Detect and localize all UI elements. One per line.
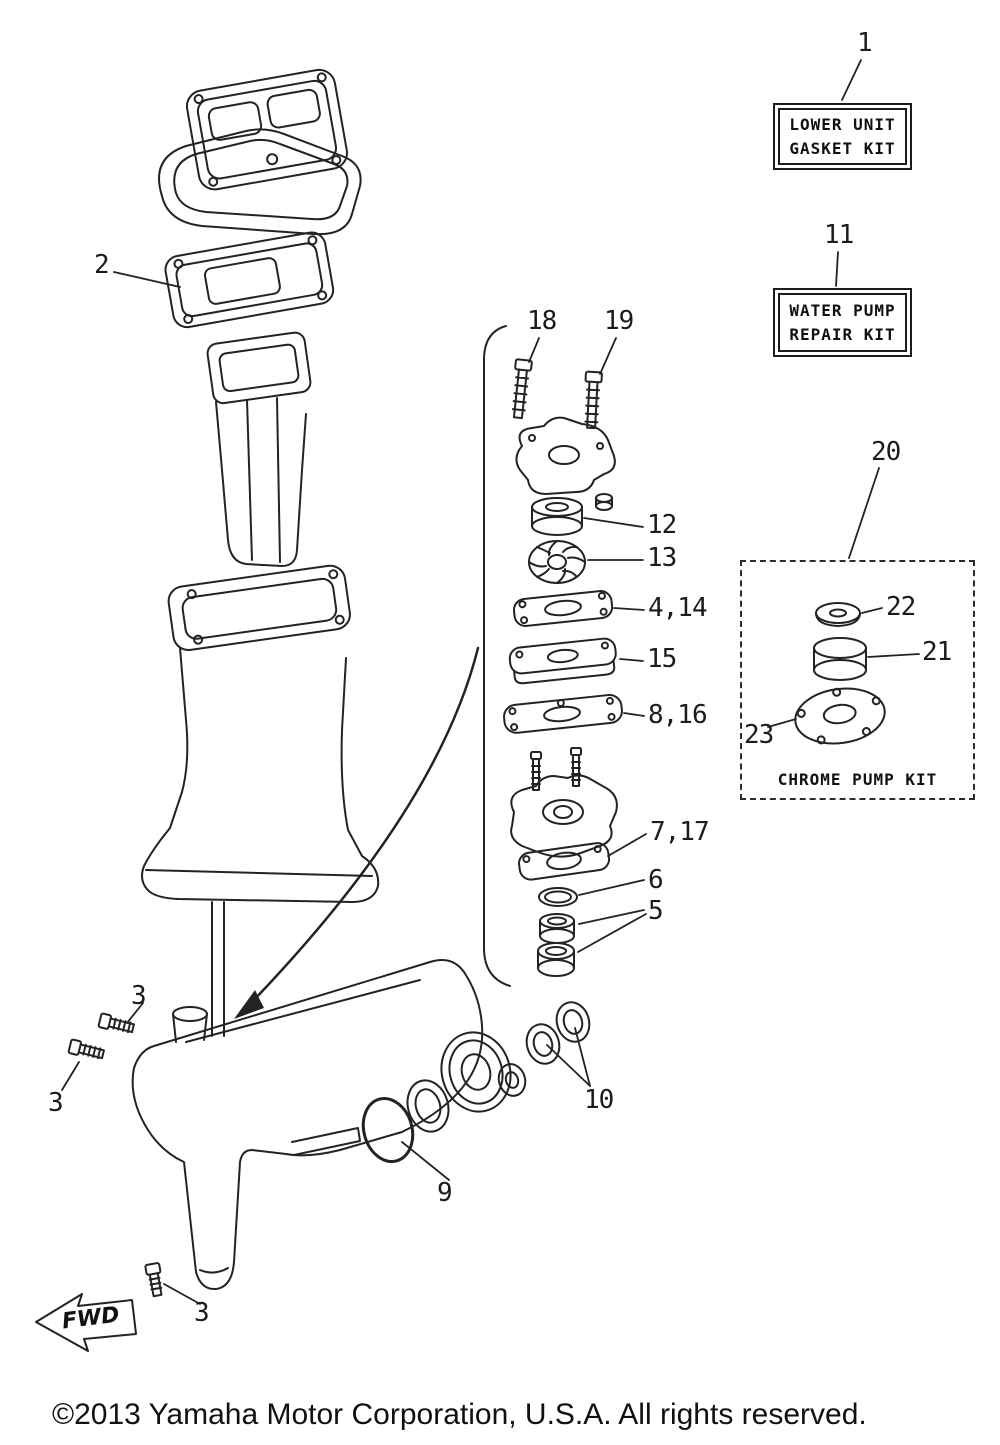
callout-23: 23: [744, 720, 774, 750]
chrome-kit-parts: [794, 602, 886, 745]
lower-unit-gasket-kit-box: LOWER UNIT GASKET KIT: [773, 103, 912, 170]
water-pump-repair-kit-line1: WATER PUMP: [789, 301, 896, 320]
seals-5: [537, 913, 575, 977]
pump-nut: [595, 493, 613, 511]
callout-3-bottom: 3: [194, 1298, 210, 1328]
pump-cup-12: [531, 497, 583, 536]
callout-10: 10: [584, 1085, 614, 1115]
callout-13: 13: [647, 543, 677, 573]
callout-7-17: 7,17: [650, 817, 710, 847]
head-gasket-pair: [185, 68, 348, 191]
callout-11: 11: [824, 220, 854, 250]
water-pump-repair-kit-box: WATER PUMP REPAIR KIT: [773, 288, 912, 357]
impeller-13: [528, 540, 586, 584]
mid-flange-gasket: [167, 564, 351, 651]
callout-22: 22: [886, 592, 916, 622]
pump-stud-a: [530, 751, 542, 791]
cup-21: [813, 637, 867, 681]
callout-18: 18: [527, 306, 557, 336]
gearcase: [131, 959, 484, 1291]
prop-shaft-parts: [361, 1001, 591, 1163]
upper-casing: [141, 647, 380, 1037]
pump-housing-top: [515, 416, 616, 495]
callout-19: 19: [604, 306, 634, 336]
callout-15: 15: [647, 644, 677, 674]
lower-unit-gasket-kit-line1: LOWER UNIT: [789, 115, 896, 134]
callout-8-16: 8,16: [648, 700, 708, 730]
exhaust-cover-gasket: [158, 128, 362, 236]
gasket-2: [164, 231, 335, 329]
plate-15: [508, 637, 617, 685]
assembly-arrow: [234, 646, 480, 1019]
water-pump-repair-kit-line2: REPAIR KIT: [789, 325, 896, 344]
copyright-text: ©2013 Yamaha Motor Corporation, U.S.A. A…: [52, 1398, 867, 1431]
callout-6: 6: [648, 865, 664, 895]
mount-bolts: [67, 1012, 163, 1298]
callout-2: 2: [94, 250, 110, 280]
fwd-arrow-shape: [35, 1293, 137, 1352]
pump-stud-b: [570, 747, 582, 787]
base-23: [794, 687, 886, 745]
oring-6: [538, 887, 578, 907]
gasket-8-16: [503, 693, 623, 734]
driveshaft-housing: [206, 331, 312, 567]
callout-12: 12: [647, 510, 677, 540]
lower-unit-gasket-kit-line2: GASKET KIT: [789, 139, 896, 158]
callout-3-top: 3: [131, 981, 147, 1011]
chrome-pump-kit-label: CHROME PUMP KIT: [777, 770, 938, 789]
callout-9: 9: [437, 1178, 453, 1208]
callout-1: 1: [857, 28, 873, 58]
callout-5: 5: [648, 896, 664, 926]
callout-21: 21: [922, 637, 952, 667]
water-pump-column: [483, 325, 623, 987]
leader-lines: [61, 59, 920, 1305]
callout-20: 20: [871, 437, 901, 467]
chrome-pump-kit-box: [740, 560, 975, 800]
callout-3-left: 3: [48, 1088, 64, 1118]
bolt-18: [511, 358, 533, 420]
callout-4-14: 4,14: [648, 593, 708, 623]
bolt-19: [584, 370, 603, 430]
gasket-4-14: [512, 590, 614, 627]
cap-22: [815, 602, 861, 627]
